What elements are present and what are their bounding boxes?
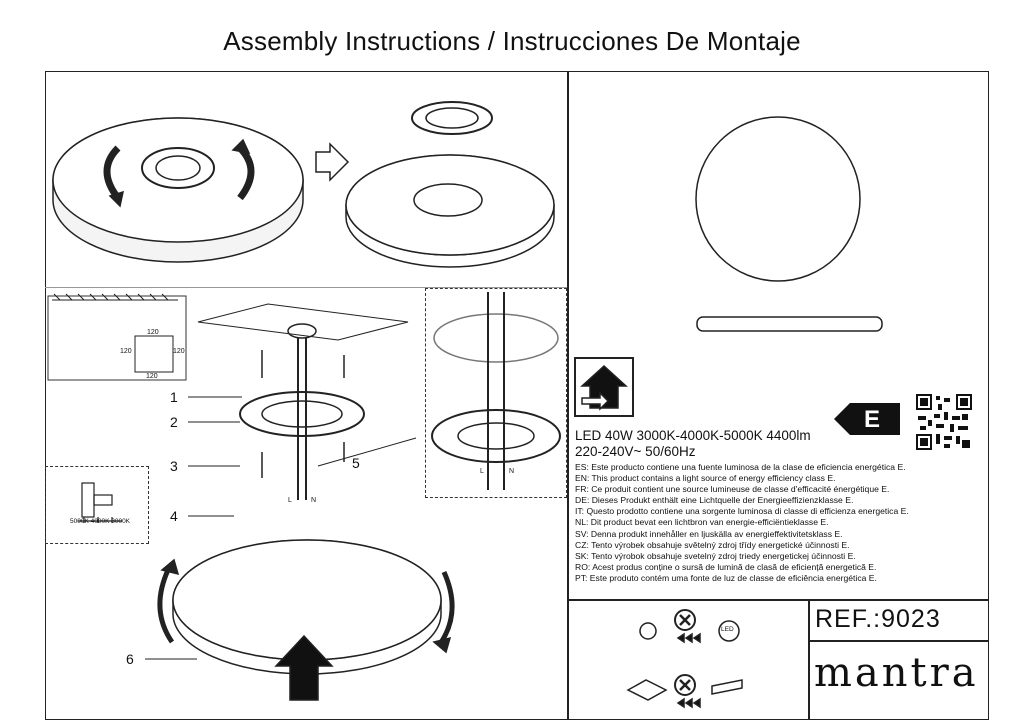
wiring-detail-box [425, 288, 567, 498]
divider-footer [808, 599, 810, 720]
energy-text-cz: CZ: Tento výrobek obsahuje světelný zdro… [575, 539, 850, 550]
step-label-3: 3 [170, 458, 178, 474]
dimension-label-right: 120 [173, 348, 185, 355]
wire-label-n: N [311, 497, 317, 504]
divider-ref [808, 640, 989, 642]
divider-bottom [567, 599, 989, 601]
dimension-label-bottom: 120 [146, 373, 158, 380]
color-temp-4000k: 4000K [90, 518, 110, 525]
color-temp-3000k: 3000K [111, 518, 131, 525]
energy-text-nl: NL: Dit product bevat een lichtbron van … [575, 517, 829, 528]
led-icon-text: LED [721, 626, 734, 633]
led-icon: LED [721, 626, 734, 633]
document-title: Assembly Instructions / Instrucciones De… [223, 26, 801, 56]
dimension-label-top: 120 [147, 329, 159, 336]
energy-text-pt: PT: Este produto contém uma fonte de luz… [575, 572, 877, 583]
color-temp-labels: 5000K 4000K 3000K [70, 518, 130, 525]
dimension-label-left: 120 [120, 348, 132, 355]
spec-line-2: 220-240V~ 50/60Hz [575, 444, 696, 459]
wire-label-l-detail: L [480, 468, 484, 475]
reference-number: REF.:9023 [815, 605, 941, 633]
step-label-2: 2 [170, 414, 178, 430]
energy-text-en: EN: This product contains a light source… [575, 473, 836, 484]
energy-text-es: ES: Este producto contiene una fuente lu… [575, 462, 906, 472]
wire-label-n-detail: N [509, 468, 515, 475]
energy-text-ro: RO: Acest produs conține o sursă de lumi… [575, 561, 877, 572]
wire-label-l: L [288, 497, 292, 504]
energy-text-de: DE: Dieses Produkt enthält eine Lichtque… [575, 495, 854, 506]
step-label-4: 4 [170, 508, 178, 524]
divider-vertical [567, 71, 569, 720]
energy-text-sv: SV: Denna produkt innehåller en ljuskäll… [575, 528, 843, 539]
color-temp-5000k: 5000K [70, 518, 89, 525]
step-label-5: 5 [352, 455, 360, 471]
energy-text-it: IT: Questo prodotto contiene una sorgent… [575, 506, 909, 517]
energy-label-icon: E [834, 403, 900, 440]
brand-logo: mantra [814, 650, 979, 696]
qr-code-icon [916, 394, 972, 450]
energy-class-letter: E [864, 406, 881, 433]
step-label-6: 6 [126, 651, 134, 667]
instruction-frame [45, 71, 989, 720]
energy-text-fr: FR: Ce produit contient une source lumin… [575, 484, 890, 495]
spec-line-1: LED 40W 3000K-4000K-5000K 4400lm [575, 428, 811, 443]
divider-top-illustration [45, 287, 567, 288]
energy-text-sk: SK: Tento výrobok obsahuje svetelný zdro… [575, 550, 856, 561]
step-label-1: 1 [170, 389, 178, 405]
energy-statements: ES: Este producto contiene una fuente lu… [575, 462, 909, 584]
color-temp-switch-box [45, 466, 149, 544]
